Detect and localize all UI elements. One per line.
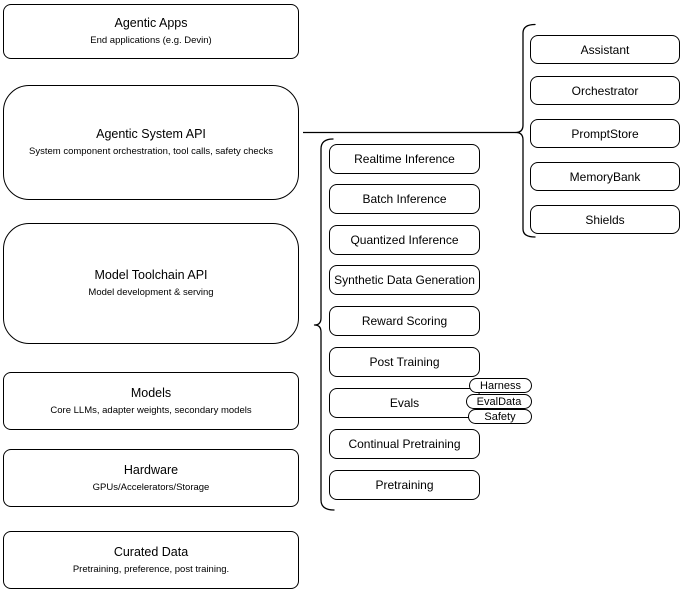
node-title: Curated Data [113,544,189,559]
node-title: Models [130,385,172,400]
node-batch-inference: Batch Inference [329,184,480,214]
node-assistant: Assistant [530,35,680,64]
node-label: Assistant [580,42,630,57]
node-subtitle: GPUs/Accelerators/Storage [92,481,210,493]
node-hardware: Hardware GPUs/Accelerators/Storage [3,449,299,507]
node-subtitle: Model development & serving [88,287,214,298]
node-title: Agentic Apps [114,16,188,30]
tag-label: EvalData [476,395,522,408]
node-label: Pretraining [375,478,434,492]
node-subtitle: Pretraining, preference, post training. [72,563,230,575]
node-label: Post Training [369,355,440,369]
tag-label: Harness [480,379,521,392]
node-label: Quantized Inference [350,233,459,247]
tag-label: Safety [484,410,516,423]
node-agentic-system-api: Agentic System API System component orch… [3,85,299,200]
node-label: Evals [389,396,420,410]
tag-evaldata: EvalData [466,394,532,409]
node-label: Synthetic Data Generation [334,273,475,287]
node-title: Agentic System API [96,127,206,141]
node-label: Shields [585,212,625,227]
node-post-training: Post Training [329,347,480,377]
node-curated-data: Curated Data Pretraining, preference, po… [3,531,299,589]
tag-safety: Safety [468,409,532,424]
node-subtitle: Core LLMs, adapter weights, secondary mo… [50,404,252,416]
node-pretraining: Pretraining [329,470,480,500]
node-shields: Shields [530,205,680,234]
node-label: PromptStore [571,126,639,141]
node-models: Models Core LLMs, adapter weights, secon… [3,372,299,430]
node-reward-scoring: Reward Scoring [329,306,480,336]
node-promptstore: PromptStore [530,119,680,148]
node-agentic-apps: Agentic Apps End applications (e.g. Devi… [3,4,299,59]
node-label: Reward Scoring [361,314,448,328]
node-title: Hardware [123,462,179,477]
node-label: Orchestrator [571,83,639,98]
node-memorybank: MemoryBank [530,162,680,191]
node-quantized-inference: Quantized Inference [329,225,480,255]
node-subtitle: End applications (e.g. Devin) [90,35,212,46]
node-model-toolchain-api: Model Toolchain API Model development & … [3,223,299,344]
node-orchestrator: Orchestrator [530,76,680,105]
tag-harness: Harness [469,378,532,393]
node-synthetic-data-generation: Synthetic Data Generation [329,265,480,295]
node-title: Model Toolchain API [94,268,208,282]
node-label: Continual Pretraining [348,437,461,451]
node-subtitle: System component orchestration, tool cal… [29,146,273,157]
node-evals: Evals [329,388,480,418]
node-realtime-inference: Realtime Inference [329,144,480,174]
node-label: Realtime Inference [354,152,455,166]
node-label: MemoryBank [569,169,641,184]
node-label: Batch Inference [362,192,447,206]
node-continual-pretraining: Continual Pretraining [329,429,480,459]
